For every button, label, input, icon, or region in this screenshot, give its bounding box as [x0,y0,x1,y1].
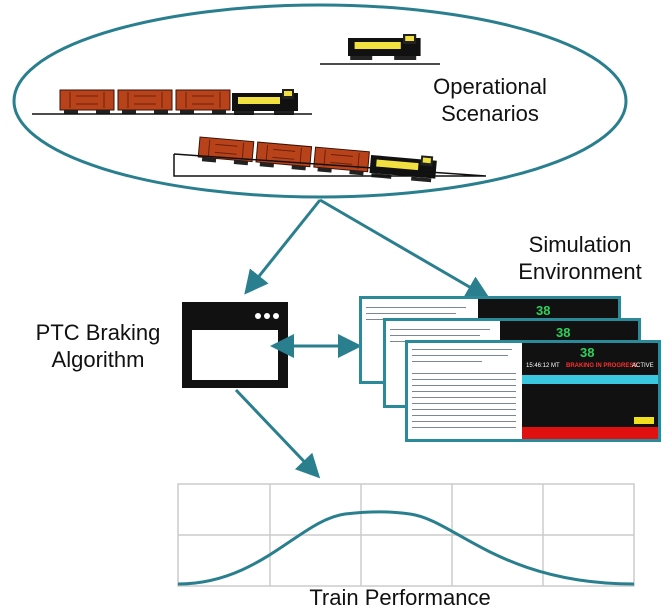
scenarios-ellipse [12,3,628,199]
status-readout: BRAKING IN PROGRESS [566,363,638,369]
railcar-icon [175,89,231,115]
cab-display: 38 15:46:12 MT BRAKING IN PROGRESS ACTIV… [522,343,658,439]
label-line: Environment [518,259,642,284]
arrow-to-algorithm [244,199,322,295]
speed-readout: 38 [580,345,595,360]
operational-scenarios-label: Operational Scenarios [400,73,580,127]
railcar-icon [197,136,255,167]
bell-curve-icon [177,510,635,586]
time-readout: 15:46:12 MT [526,363,560,369]
label-line: Operational [433,74,547,99]
ptc-braking-algorithm-label: PTC Braking Algorithm [18,319,178,373]
label-line: PTC Braking [35,320,161,345]
log-panel [408,343,524,439]
screenshot-window-icon: 38 15:46:12 MT BRAKING IN PROGRESS ACTIV… [405,340,661,442]
arrow-to-simulation [319,198,491,300]
performance-grid [177,483,635,587]
label-line: Algorithm [51,347,145,372]
railcar-icon [117,89,173,115]
label-line: Scenarios [441,101,539,126]
label-line: Simulation [528,232,632,257]
railcar-icon [312,146,370,177]
railcar-icon [255,141,313,172]
locomotive-icon [369,150,438,183]
alert-bar [522,427,658,439]
locomotive-icon [232,89,298,115]
train-performance-label: Train Performance [309,585,491,610]
grade-ramp [173,153,487,177]
track-bar [522,375,658,384]
mode-readout: ACTIVE [632,363,654,369]
warning-badge [634,417,654,424]
arrow-to-performance [234,388,321,479]
railcar-icon [59,89,115,115]
simulation-environment-label: Simulation Environment [500,231,660,285]
locomotive-icon [348,34,421,60]
browser-window-icon [182,302,288,388]
